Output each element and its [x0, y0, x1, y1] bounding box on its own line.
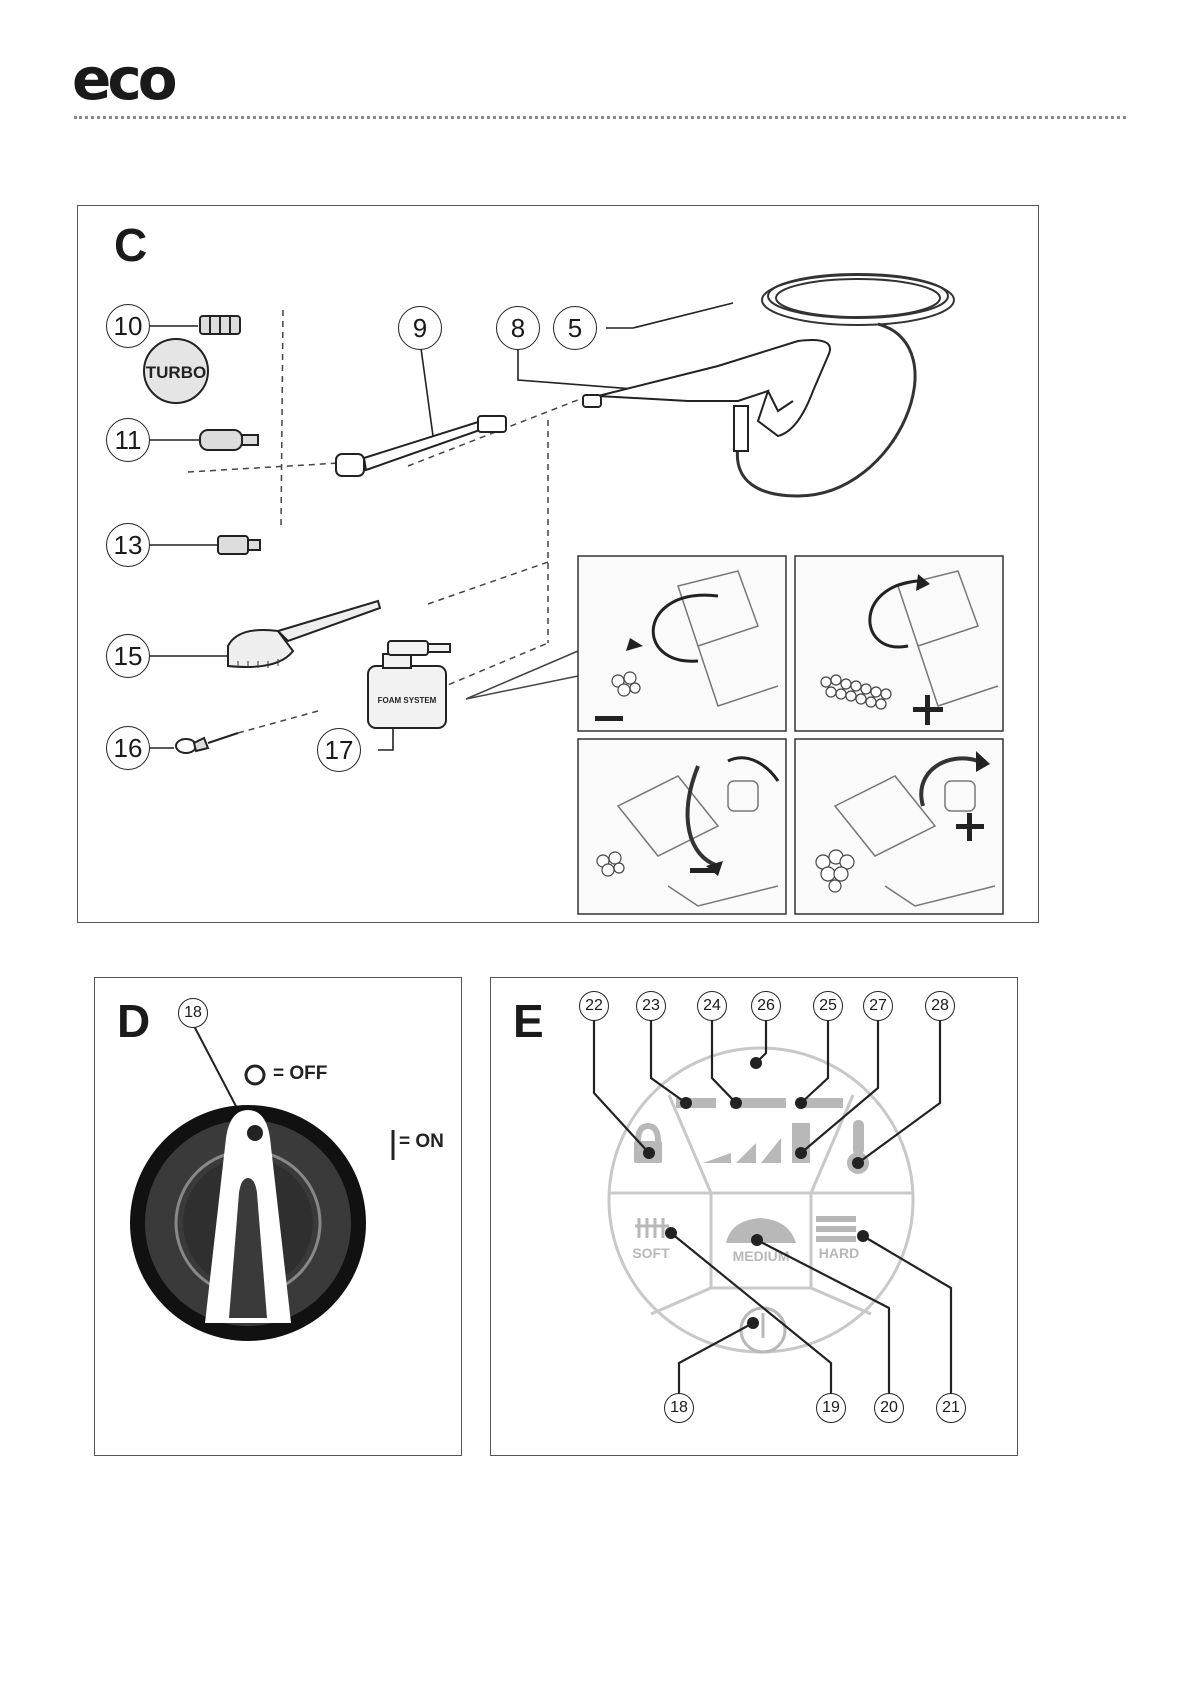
panel-c-drawing: TURBO FOAM S — [133, 273, 1004, 915]
on-label: = ON — [399, 1131, 444, 1152]
callout-15: 15 — [106, 634, 150, 678]
callout-5: 5 — [553, 306, 597, 350]
panel-c-label: C — [114, 219, 148, 271]
callout-27: 27 — [863, 991, 893, 1021]
callout-11: 11 — [106, 418, 150, 462]
mode-medium-label: MEDIUM — [733, 1248, 790, 1264]
header-divider — [74, 116, 1126, 119]
callout-18: 18 — [664, 1393, 694, 1423]
panel-d: D 18 = OFF = ON — [94, 977, 462, 1456]
callout-13: 13 — [106, 523, 150, 567]
turbo-text: TURBO — [146, 363, 206, 382]
callout-17: 17 — [317, 728, 361, 772]
callout-8: 8 — [496, 306, 540, 350]
callout-19: 19 — [816, 1393, 846, 1423]
panel-e-label: E — [513, 995, 544, 1047]
foam-text: FOAM SYSTEM — [378, 696, 437, 705]
off-label: = OFF — [273, 1063, 328, 1084]
control-panel-drawing: SOFT MEDIUM HARD — [592, 1018, 953, 1393]
callout-22: 22 — [579, 991, 609, 1021]
callout-26: 26 — [751, 991, 781, 1021]
callout-24: 24 — [697, 991, 727, 1021]
callout-23: 23 — [636, 991, 666, 1021]
callout-25: 25 — [813, 991, 843, 1021]
mode-hard-label: HARD — [819, 1245, 859, 1261]
callout-21: 21 — [936, 1393, 966, 1423]
callout-10: 10 — [106, 304, 150, 348]
callout-16: 16 — [106, 726, 150, 770]
panel-c: C — [77, 205, 1039, 923]
callout-28: 28 — [925, 991, 955, 1021]
callout-20: 20 — [874, 1393, 904, 1423]
mode-soft-label: SOFT — [632, 1245, 670, 1261]
power-knob-drawing — [130, 1023, 395, 1341]
eco-logo: eco — [72, 45, 178, 113]
panel-d-label: D — [117, 995, 151, 1047]
callout-18: 18 — [178, 998, 208, 1028]
panel-e: E SOFT MEDIUM HARD — [490, 977, 1018, 1456]
callout-9: 9 — [398, 306, 442, 350]
